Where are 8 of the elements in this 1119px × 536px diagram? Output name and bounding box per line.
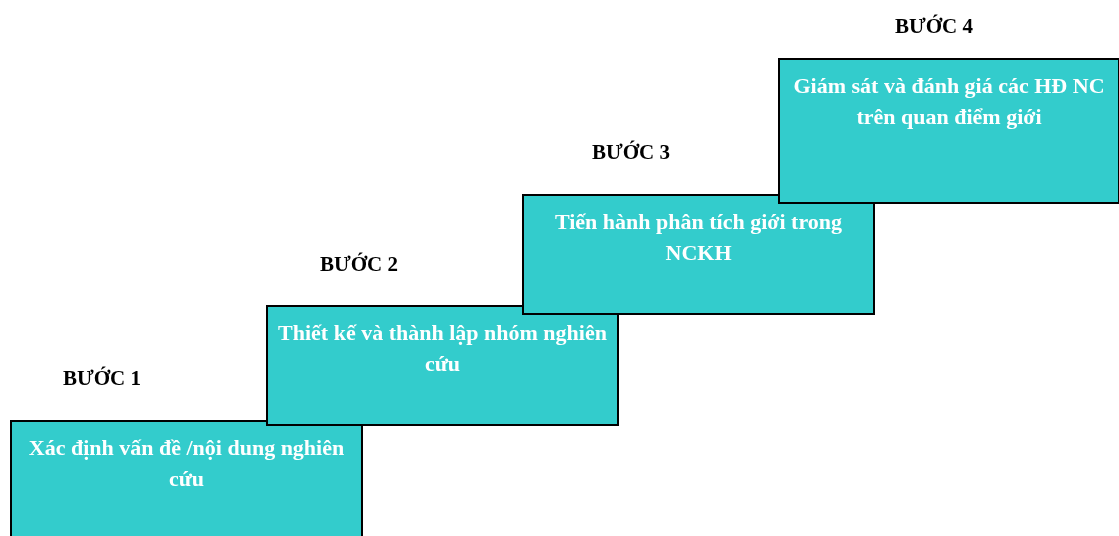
step-description: Thiết kế và thành lập nhóm nghiên cứu	[278, 319, 607, 378]
step-heading: BƯỚC 2	[320, 252, 398, 277]
step-description: Tiến hành phân tích giới trong NCKH	[553, 208, 844, 267]
step-heading: BƯỚC 4	[895, 14, 973, 39]
step-description: Giám sát và đánh giá các HĐ NC trên quan điểm giới	[792, 72, 1106, 131]
step-description: Xác định vấn đề /nội dung nghiên cứu	[27, 434, 346, 493]
step-heading: BƯỚC 3	[592, 140, 670, 165]
step-heading: BƯỚC 1	[63, 366, 141, 391]
